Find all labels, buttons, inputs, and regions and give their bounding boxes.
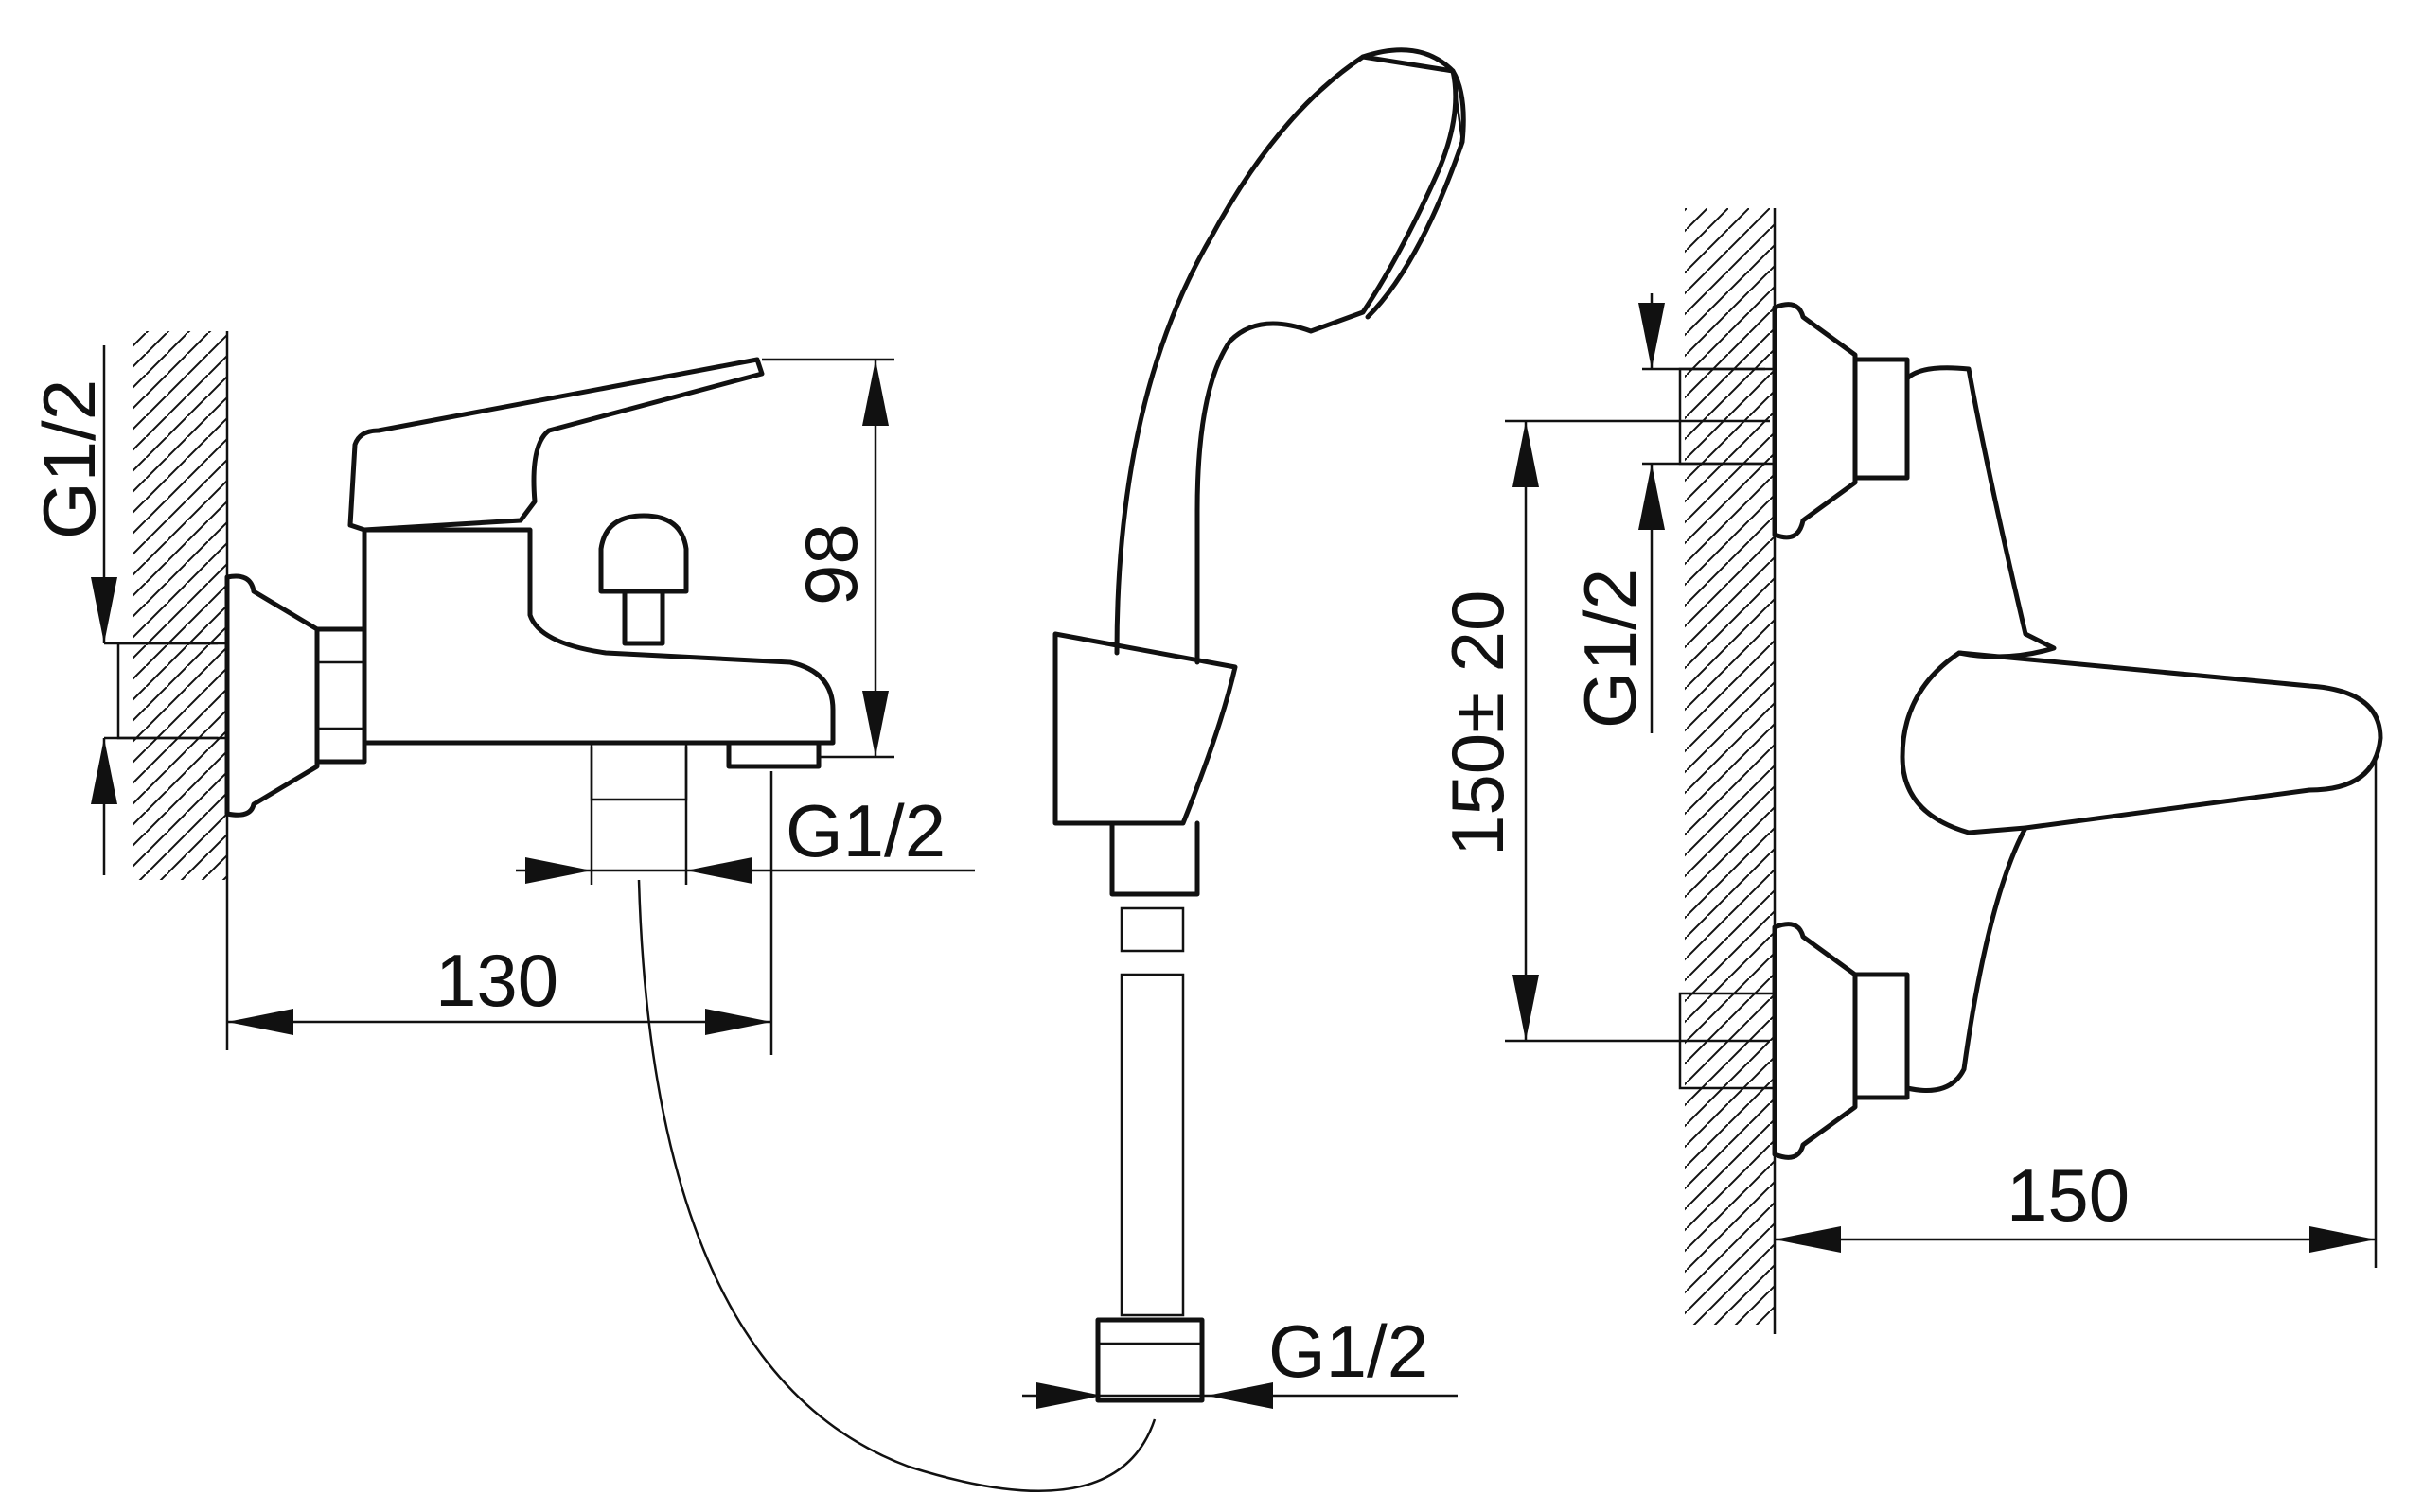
shower-holder — [1052, 631, 1238, 826]
hand-shower — [1052, 47, 1466, 1403]
lower-escutcheon — [1772, 922, 1858, 1160]
right-wall-hatch — [1685, 208, 1775, 1325]
projection-150-dimension: 150 — [1775, 757, 2378, 1268]
hose-nut — [1095, 1317, 1205, 1403]
diverter-knob — [598, 513, 689, 594]
right-thread-dimension: G1/2 — [1568, 293, 1765, 733]
hose-thread-dimension: G1/2 — [1022, 1310, 1458, 1409]
width-130-label: 130 — [435, 939, 558, 1022]
spacing-label: 150± 20 — [1436, 590, 1519, 856]
hand-shower-handle — [1114, 47, 1459, 665]
left-hex-nut — [314, 626, 367, 765]
top-view-body — [1900, 365, 2057, 1093]
outlet-thread-label: G1/2 — [786, 789, 946, 872]
hand-shower-lower — [1109, 820, 1200, 897]
shower-head-face — [1360, 54, 1466, 320]
height-98-label: 98 — [789, 523, 873, 606]
hose-braid-upper — [1120, 906, 1185, 953]
mixer-lever — [347, 357, 765, 533]
mixer-body — [362, 527, 836, 746]
hose-braid-lower — [1120, 973, 1185, 1317]
shower-mixer-top-view — [1678, 208, 2383, 1334]
lower-hex-nut — [1852, 972, 1910, 1100]
hose-thread-label: G1/2 — [1268, 1310, 1428, 1393]
height-98-dimension: 98 — [762, 358, 894, 759]
upper-hex-nut — [1852, 357, 1910, 481]
spacing-dimension: 150± 20 — [1436, 419, 1770, 1043]
spout-tip — [726, 740, 822, 769]
spout-outlet-thread — [590, 741, 688, 801]
projection-150-label: 150 — [2007, 1153, 2130, 1237]
left-escutcheon — [224, 573, 320, 818]
upper-escutcheon — [1772, 302, 1858, 540]
left-wall-hatch — [133, 331, 227, 880]
left-thread-label: G1/2 — [27, 379, 111, 539]
top-view-lever — [1956, 650, 2383, 831]
width-130-dimension: 130 — [227, 771, 773, 1055]
left-thread-dimension: G1/2 — [27, 345, 218, 875]
right-thread-label: G1/2 — [1568, 569, 1652, 729]
outlet-thread-dimension: G1/2 — [516, 747, 975, 885]
hose-curve — [637, 879, 1157, 1493]
